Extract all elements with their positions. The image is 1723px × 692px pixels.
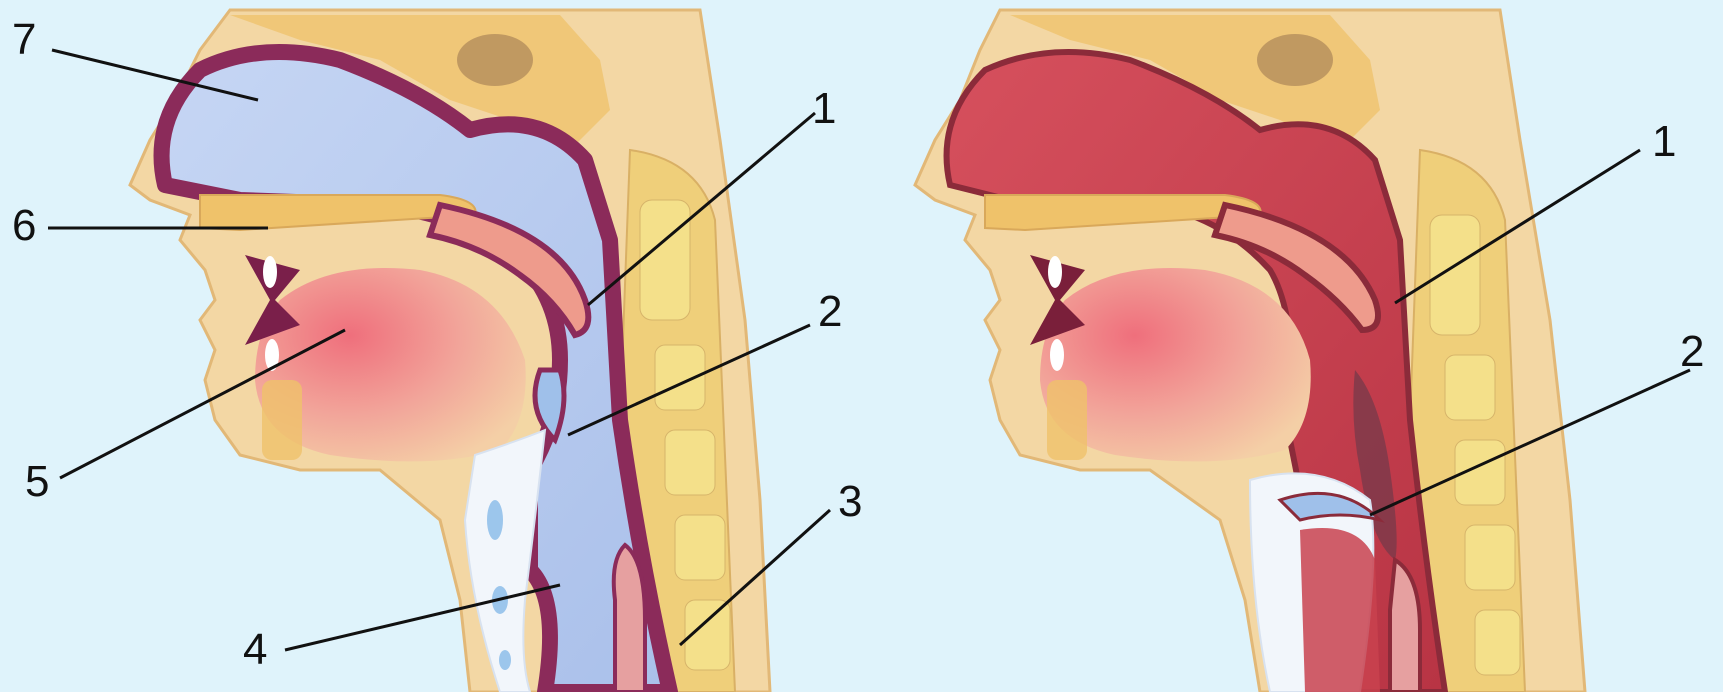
right-sphenoid-sinus (1257, 34, 1333, 86)
right-vertebra-4 (1465, 525, 1515, 590)
right-head-section (915, 10, 1585, 692)
right-trachea (1300, 528, 1380, 692)
left-vertebra-4 (675, 515, 725, 580)
left-mandible (262, 380, 302, 460)
left-vertebra-3 (665, 430, 715, 495)
left-upper-tooth (263, 256, 277, 288)
label-6: 6 (12, 204, 36, 248)
right-vertebra-2 (1445, 355, 1495, 420)
label-1-left: 1 (812, 87, 836, 131)
right-lower-tooth (1050, 339, 1064, 371)
left-cartilage-ring-c (499, 650, 511, 670)
label-3: 3 (838, 480, 862, 524)
label-4: 4 (243, 628, 267, 672)
left-sphenoid-sinus (457, 34, 533, 86)
left-head-section (130, 10, 770, 692)
left-esophagus (614, 545, 645, 692)
label-7: 7 (12, 18, 36, 62)
label-1-right: 1 (1652, 120, 1676, 164)
label-5: 5 (25, 460, 49, 504)
right-upper-tooth (1048, 256, 1062, 288)
right-vertebra-5 (1475, 610, 1520, 675)
left-cartilage-ring-a (487, 500, 503, 540)
left-vertebra-1 (640, 200, 690, 320)
right-mandible (1047, 380, 1087, 460)
label-2-left: 2 (818, 290, 842, 334)
label-2-right: 2 (1680, 330, 1704, 374)
